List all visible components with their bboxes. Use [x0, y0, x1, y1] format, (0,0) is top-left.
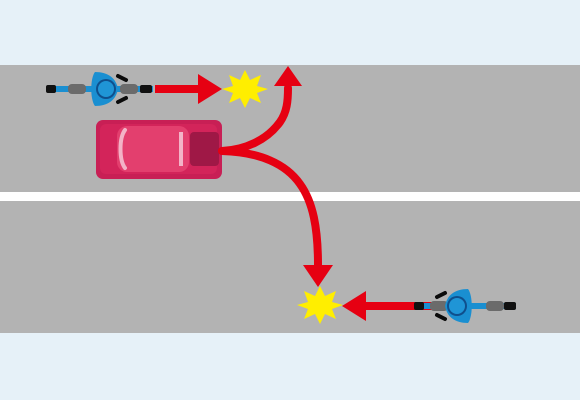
- arrow-head-icon: [342, 291, 366, 321]
- arrow-icon: [155, 85, 200, 93]
- bottom-sidewalk: [0, 333, 580, 400]
- arrow-head-icon: [274, 66, 302, 86]
- bicycle-icon: [46, 72, 153, 106]
- center-lane-line: [0, 192, 580, 201]
- car: [96, 120, 222, 179]
- collision-star-icon: [297, 286, 343, 324]
- arrow-top-right: [155, 74, 222, 104]
- arrow-car-up: [218, 66, 302, 155]
- collision-star-icon: [222, 70, 268, 108]
- car-icon: [96, 120, 222, 179]
- bicycle-top: [46, 72, 153, 106]
- arrow-head-icon: [198, 74, 222, 104]
- arrow-head-icon: [303, 265, 333, 287]
- arrow-car-down: [218, 147, 333, 287]
- arrow-bottom-left: [342, 291, 436, 321]
- top-sidewalk: [0, 0, 580, 65]
- arrow-icon: [364, 302, 436, 310]
- bicycle-icon: [414, 289, 516, 323]
- bicycle-bottom: [414, 289, 516, 323]
